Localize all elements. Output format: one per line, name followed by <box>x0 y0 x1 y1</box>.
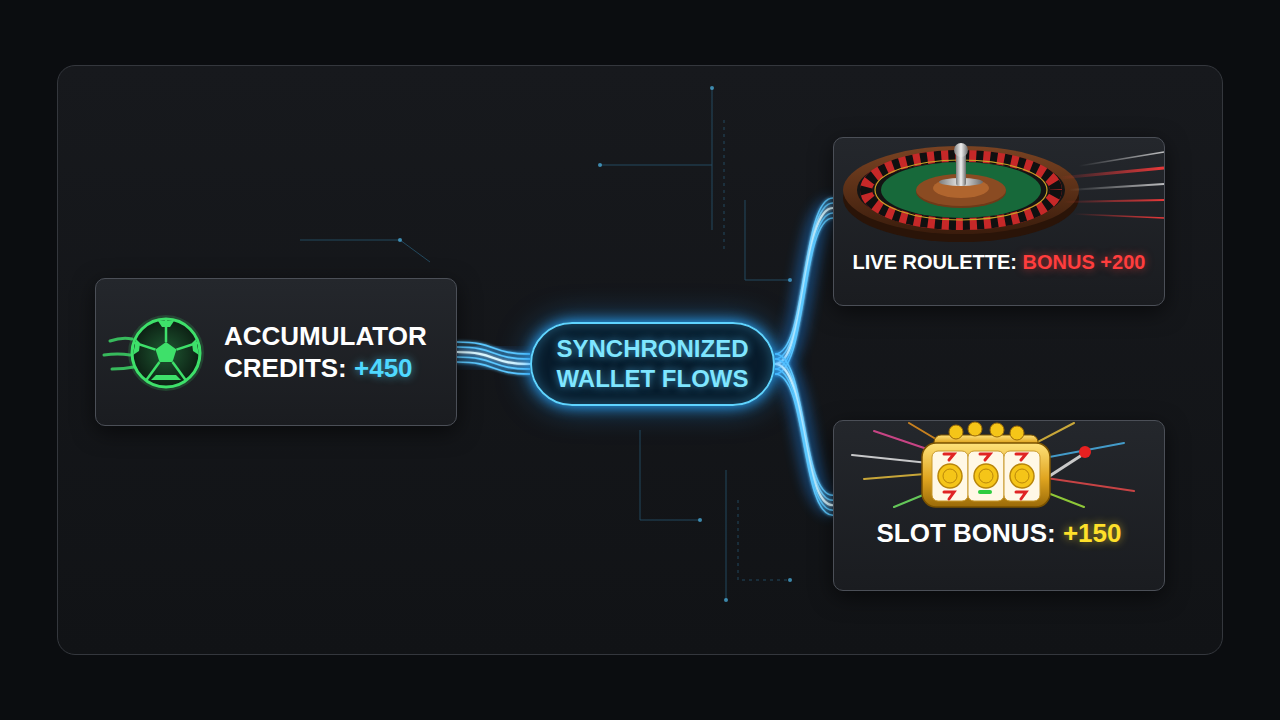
slot-machine-illustration-part <box>980 454 990 460</box>
flow-connector <box>457 342 530 374</box>
roulette-wheel-illustration-part <box>1079 152 1164 166</box>
soccer-ball-icon-part <box>110 338 132 341</box>
circuit-line <box>738 500 790 580</box>
soccer-ball-icon-part <box>151 375 181 380</box>
slot-machine-illustration-part <box>938 464 962 488</box>
roulette-wheel-illustration-part <box>1074 214 1164 218</box>
wallet-hub-pill: SYNCHRONIZED WALLET FLOWS <box>530 322 775 406</box>
slot-machine-illustration-part <box>974 464 998 488</box>
slot-machine-illustration-part <box>1079 446 1091 458</box>
slot-machine-illustration-part <box>968 422 982 436</box>
circuit-dot <box>788 578 792 582</box>
circuit-line <box>300 240 430 262</box>
slot-machine-illustration-part <box>944 454 954 460</box>
circuit-dot <box>724 598 728 602</box>
slot-machine-illustration-part <box>949 425 963 439</box>
node-value: BONUS +200 <box>1023 251 1146 273</box>
soccer-ball-icon-part <box>158 321 174 327</box>
flow-connector <box>775 198 833 374</box>
flow-connector <box>775 354 833 515</box>
slot-machine-illustration-part <box>1016 492 1026 499</box>
roulette-wheel-illustration-part <box>956 152 966 186</box>
slot-machine-illustration-part <box>1010 426 1024 440</box>
circuit-dots <box>398 86 792 602</box>
circuit-dot <box>398 238 402 242</box>
node-label: SLOT BONUS: <box>877 518 1056 548</box>
soccer-ball-icon-part <box>133 339 140 355</box>
soccer-ball-icon-part <box>192 339 199 355</box>
circuit-dot <box>710 86 714 90</box>
soccer-ball-icon-part <box>132 319 200 387</box>
roulette-wheel-illustration <box>834 138 1165 303</box>
slot-machine-illustration-part <box>949 422 1024 440</box>
node-value: +150 <box>1063 518 1122 548</box>
slot-machine-illustration-part <box>944 492 954 499</box>
soccer-ball-icon-part <box>134 319 199 381</box>
soccer-ball-icon-part <box>104 354 130 355</box>
roulette-bonus-card: LIVE ROULETTE: BONUS +200 <box>833 137 1165 306</box>
node-text: LIVE ROULETTE: BONUS +200 <box>847 250 1151 275</box>
slot-machine-illustration-part <box>968 451 1004 501</box>
soccer-ball-icon-part <box>156 342 177 362</box>
flow-strand <box>775 213 833 369</box>
node-label: SYNCHRONIZED WALLET FLOWS <box>556 335 748 392</box>
node-text: SYNCHRONIZED WALLET FLOWS <box>550 334 755 394</box>
flow-strand <box>775 218 833 374</box>
circuit-dot <box>698 518 702 522</box>
slot-machine-illustration-part <box>1010 464 1034 488</box>
slot-machine-illustration-part <box>852 423 1134 507</box>
slot-machine-illustration-part <box>932 451 1040 501</box>
circuit-dot <box>788 278 792 282</box>
node-text: SLOT BONUS: +150 <box>847 517 1151 550</box>
roulette-wheel-illustration-part <box>1064 200 1164 202</box>
circuit-line <box>745 200 790 280</box>
flow-glow <box>775 364 833 505</box>
flow-strand <box>775 354 833 495</box>
roulette-wheel-illustration-part <box>857 152 1065 228</box>
slot-machine-illustration-part <box>1048 455 1082 477</box>
soccer-ball-icon-part <box>128 315 204 391</box>
flow-strand <box>775 369 833 510</box>
roulette-wheel-illustration-part <box>1069 184 1164 190</box>
flow-strand <box>457 362 530 374</box>
slot-machine-illustration-part <box>1015 469 1029 483</box>
slot-machine-illustration-part <box>1004 451 1040 501</box>
node-text: ACCUMULATOR CREDITS: +450 <box>224 320 444 385</box>
circuit-dot <box>598 163 602 167</box>
soccer-ball-icon <box>96 279 457 426</box>
roulette-wheel-illustration-part <box>954 143 968 157</box>
circuit-line <box>726 470 727 600</box>
circuit-line <box>724 120 725 250</box>
credits-box: ACCUMULATOR CREDITS: +450 <box>95 278 457 426</box>
flow-strand <box>775 198 833 354</box>
flow-strand <box>775 364 833 505</box>
roulette-wheel-illustration-part <box>843 146 1079 234</box>
slot-machine-illustration-part <box>938 464 1034 488</box>
slot-machine-illustration-part <box>990 423 1004 437</box>
slot-machine-illustration <box>834 421 1165 587</box>
node-label: LIVE ROULETTE: <box>853 251 1017 273</box>
flow-strand <box>775 208 833 364</box>
roulette-wheel-illustration-part <box>1059 168 1164 178</box>
flow-glow <box>775 208 833 364</box>
slot-machine-illustration-part <box>980 490 990 494</box>
circuit-line <box>712 88 713 230</box>
slot-machine-illustration-part <box>944 454 1026 499</box>
soccer-ball-icon-part <box>112 367 134 369</box>
slot-machine-illustration-part <box>943 469 957 483</box>
circuit-line <box>640 430 700 520</box>
slot-machine-illustration-part <box>979 469 993 483</box>
slot-machine-illustration-part <box>943 469 1029 483</box>
circuit-line <box>600 165 712 166</box>
slot-bonus-card: SLOT BONUS: +150 <box>833 420 1165 591</box>
slot-machine-illustration-part <box>1016 454 1026 460</box>
soccer-ball-icon-part <box>133 321 199 380</box>
slot-machine-illustration-part <box>932 451 968 501</box>
node-value: +450 <box>354 353 413 383</box>
flow-strand <box>775 374 833 515</box>
slot-machine-illustration-part <box>922 443 1050 507</box>
